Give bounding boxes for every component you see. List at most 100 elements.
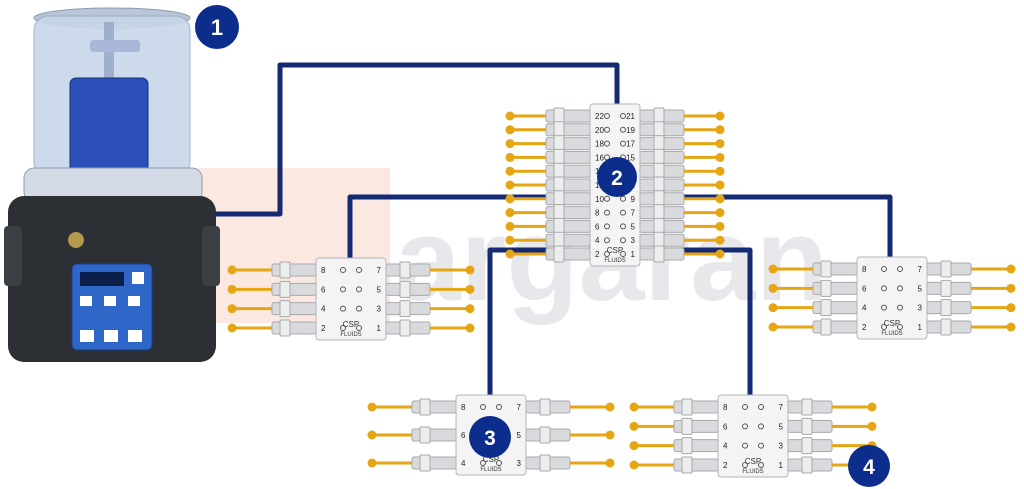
port-number: 6 bbox=[862, 284, 867, 293]
port-hole bbox=[881, 266, 887, 272]
port-number: 19 bbox=[626, 126, 635, 135]
outlet-fitting bbox=[271, 302, 317, 316]
port-number: 8 bbox=[723, 403, 728, 412]
port-number: 1 bbox=[631, 250, 636, 259]
port-number: 9 bbox=[631, 195, 636, 204]
port-number: 5 bbox=[517, 431, 522, 440]
outlet-fitting bbox=[545, 123, 591, 137]
port-hole bbox=[604, 223, 610, 230]
fitting-nut bbox=[399, 300, 411, 318]
fitting-nut bbox=[419, 426, 431, 444]
fitting-nut bbox=[539, 398, 551, 416]
port-hole bbox=[897, 324, 903, 330]
outlet-point bbox=[505, 125, 515, 135]
port-hole bbox=[758, 404, 764, 410]
outlet-fitting bbox=[271, 282, 317, 296]
outlet-point bbox=[227, 323, 237, 333]
port-hole bbox=[897, 266, 903, 272]
distributor-model: CSP bbox=[607, 246, 623, 255]
outlet-point bbox=[715, 139, 725, 149]
outlet-point bbox=[867, 402, 877, 412]
port-hole bbox=[620, 237, 626, 244]
pipe-pump-to-main bbox=[212, 62, 620, 217]
port-hole bbox=[742, 442, 748, 449]
port-number: 2 bbox=[321, 324, 326, 333]
distributor-brand: FLUIDS bbox=[604, 258, 625, 264]
fitting-nut bbox=[801, 456, 813, 474]
pump-fill-nipple bbox=[68, 232, 84, 248]
port-number: 7 bbox=[631, 209, 636, 218]
port-hole bbox=[620, 113, 626, 119]
port-hole bbox=[881, 304, 887, 311]
fitting-nut bbox=[820, 279, 832, 297]
port-number: 2 bbox=[862, 323, 867, 332]
port-number: 5 bbox=[631, 222, 636, 231]
outlet-fitting bbox=[545, 150, 591, 164]
outlet-point bbox=[367, 430, 377, 440]
outlet-point bbox=[715, 235, 725, 245]
port-hole bbox=[480, 460, 486, 466]
callout-1: 1 bbox=[195, 5, 239, 49]
pump-button bbox=[128, 330, 142, 342]
outlet-fitting bbox=[545, 137, 591, 151]
distributor-body bbox=[717, 394, 789, 478]
pump-button bbox=[104, 296, 116, 306]
distributor-model: CSP bbox=[343, 320, 359, 329]
outlet-fitting bbox=[545, 233, 591, 247]
port-hole bbox=[881, 285, 887, 292]
port-number: 5 bbox=[918, 284, 923, 293]
port-hole bbox=[620, 209, 626, 216]
port-number: 10 bbox=[595, 195, 604, 204]
distributor-brand: FLUIDS bbox=[742, 469, 763, 475]
port-number: 5 bbox=[779, 422, 784, 431]
outlet-fitting bbox=[545, 164, 591, 178]
port-hole bbox=[620, 223, 626, 230]
outlet-fitting bbox=[545, 219, 591, 233]
outlet-point bbox=[768, 303, 778, 313]
fitting-nut bbox=[539, 426, 551, 444]
outlet-point bbox=[629, 441, 639, 451]
distributor-body bbox=[856, 256, 928, 340]
outlet-point bbox=[367, 458, 377, 468]
outlet-point bbox=[505, 194, 515, 204]
callout-badge bbox=[597, 157, 637, 197]
outlet-point bbox=[768, 322, 778, 332]
pipe-main-to-left bbox=[347, 194, 597, 262]
callout-2: 2 bbox=[597, 157, 637, 197]
callout-number: 2 bbox=[611, 167, 623, 190]
outlet-point bbox=[715, 208, 725, 218]
port-hole bbox=[897, 285, 903, 292]
outlet-point bbox=[227, 265, 237, 275]
outlet-point bbox=[1006, 303, 1016, 313]
fitting-nut bbox=[279, 261, 291, 279]
port-number: 1 bbox=[779, 461, 784, 470]
outlet-point bbox=[227, 304, 237, 314]
distributor-model: CSP bbox=[884, 319, 900, 328]
lubrication-pump-icon bbox=[4, 7, 220, 362]
outlet-point bbox=[465, 304, 475, 314]
fitting-nut bbox=[940, 299, 952, 317]
outlet-fitting bbox=[673, 458, 719, 472]
port-hole bbox=[356, 325, 362, 331]
port-number: 4 bbox=[723, 442, 728, 451]
port-hole bbox=[356, 286, 362, 293]
port-hole bbox=[496, 460, 502, 466]
port-number: 2 bbox=[595, 250, 600, 259]
outlet-point bbox=[505, 166, 515, 176]
outlet-fitting bbox=[812, 320, 858, 334]
pump-follower-plate bbox=[90, 40, 140, 52]
port-hole bbox=[356, 305, 362, 312]
port-number: 4 bbox=[321, 305, 326, 314]
port-number: 1 bbox=[377, 324, 382, 333]
outlet-point bbox=[1006, 322, 1016, 332]
port-hole bbox=[620, 126, 626, 133]
outlet-fitting bbox=[812, 262, 858, 276]
outlet-point bbox=[715, 111, 725, 121]
outlet-fitting bbox=[673, 419, 719, 433]
port-number: 8 bbox=[461, 403, 466, 412]
port-number: 17 bbox=[626, 140, 635, 149]
port-number: 7 bbox=[517, 403, 522, 412]
callout-badge bbox=[848, 445, 890, 487]
outlet-fitting bbox=[545, 247, 591, 261]
